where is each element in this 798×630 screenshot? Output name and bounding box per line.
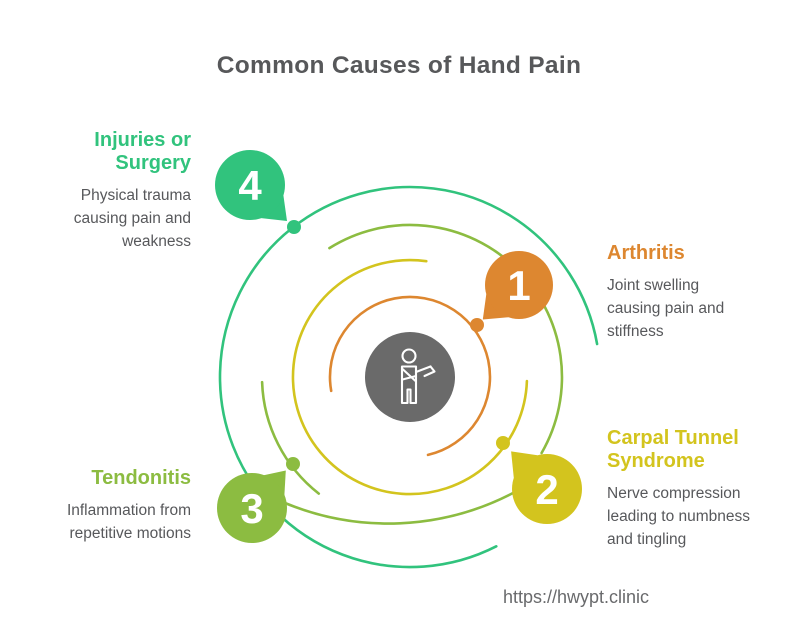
center-hub	[365, 332, 455, 422]
injured-person-icon	[400, 348, 436, 405]
bubble-4-number: 4	[238, 162, 262, 209]
spiral-dot-1	[470, 318, 484, 332]
bubble-3-number: 3	[240, 485, 263, 532]
bubble-2: 2	[511, 451, 582, 524]
item-injuries-description: Physical trauma causing pain and weaknes…	[73, 187, 191, 250]
spiral-arc-carpal-tunnel	[291, 258, 529, 496]
spiral-dot-3	[286, 457, 300, 471]
item-tendonitis-label: Tendonitis	[91, 467, 191, 489]
bubble-2-circle	[512, 454, 582, 524]
item-arthritis-description: Joint swelling causing pain and stiffnes…	[607, 277, 725, 340]
bubble-3-circle	[217, 473, 287, 543]
item-injuries-label: Injuries or Surgery	[94, 129, 191, 174]
page-title: Common Causes of Hand Pain	[216, 52, 582, 79]
item-tendonitis-description: Inflammation from repetitive motions	[66, 502, 191, 542]
spiral-dot-2	[496, 436, 510, 450]
bubble-3: 3	[217, 470, 287, 543]
item-arthritis: Arthritis Joint swelling causing pain an…	[607, 242, 747, 343]
bubble-4-circle	[215, 150, 285, 220]
spiral-arc-tendonitis-left	[260, 380, 321, 495]
item-carpal-tunnel-label: Carpal Tunnel Syndrome	[607, 427, 739, 472]
bubble-2-number: 2	[535, 466, 558, 513]
bubble-4: 4	[215, 150, 287, 221]
item-carpal-tunnel: Carpal Tunnel Syndrome Nerve compression…	[607, 427, 769, 551]
spiral-dot-4	[287, 220, 301, 234]
item-arthritis-label: Arthritis	[607, 242, 685, 264]
bubble-1-circle	[485, 251, 553, 319]
item-tendonitis: Tendonitis Inflammation from repetitive …	[41, 467, 191, 545]
bubble-1-number: 1	[507, 262, 530, 309]
website-url: https://hwypt.clinic	[503, 587, 650, 607]
spiral-arc-arthritis	[328, 295, 492, 457]
spiral-arc-injuries	[218, 185, 599, 569]
bubble-1: 1	[482, 251, 553, 320]
item-carpal-tunnel-description: Nerve compression leading to numbness an…	[607, 485, 751, 548]
item-injuries: Injuries or Surgery Physical trauma caus…	[61, 129, 191, 253]
spiral-arc-tendonitis-bottom	[283, 491, 515, 525]
